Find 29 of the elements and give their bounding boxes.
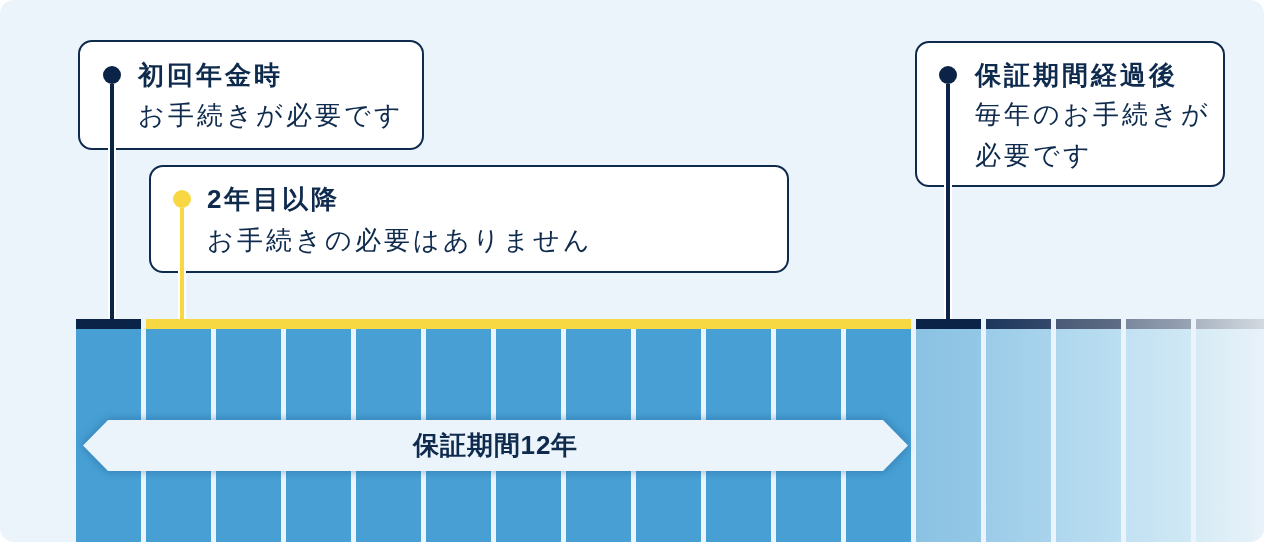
year-column [1126,329,1191,542]
timeline-bar [76,319,141,329]
timeline-bar [146,319,911,329]
year-column [916,329,981,542]
callout-title: 2年目以降 [207,183,341,216]
callout-text: お手続きの必要はありません [207,224,594,257]
period-band [83,420,908,471]
callout-box [149,165,789,273]
leader-line [110,84,114,319]
timeline-bar [986,319,1051,329]
year-column [986,329,1051,542]
callout-title: 保証期間経過後 [975,59,1178,92]
year-column [1196,329,1264,542]
leader-line [180,208,184,319]
callout-text: お手続きが必要です [138,99,405,132]
callout-text: 毎年のお手続きが必要です [975,98,1212,172]
period-label: 保証期間12年 [411,429,580,462]
dot-icon [939,66,957,84]
timeline-bar [1056,319,1121,329]
dot-icon [173,190,191,208]
dot-icon [103,66,121,84]
timeline-bar [1196,319,1264,329]
leader-line [946,84,950,319]
timeline-bar [916,319,981,329]
callout-box [78,40,424,150]
callout-title: 初回年金時 [138,59,283,92]
year-column [1056,329,1121,542]
callout-box [915,41,1225,187]
timeline-bar [1126,319,1191,329]
